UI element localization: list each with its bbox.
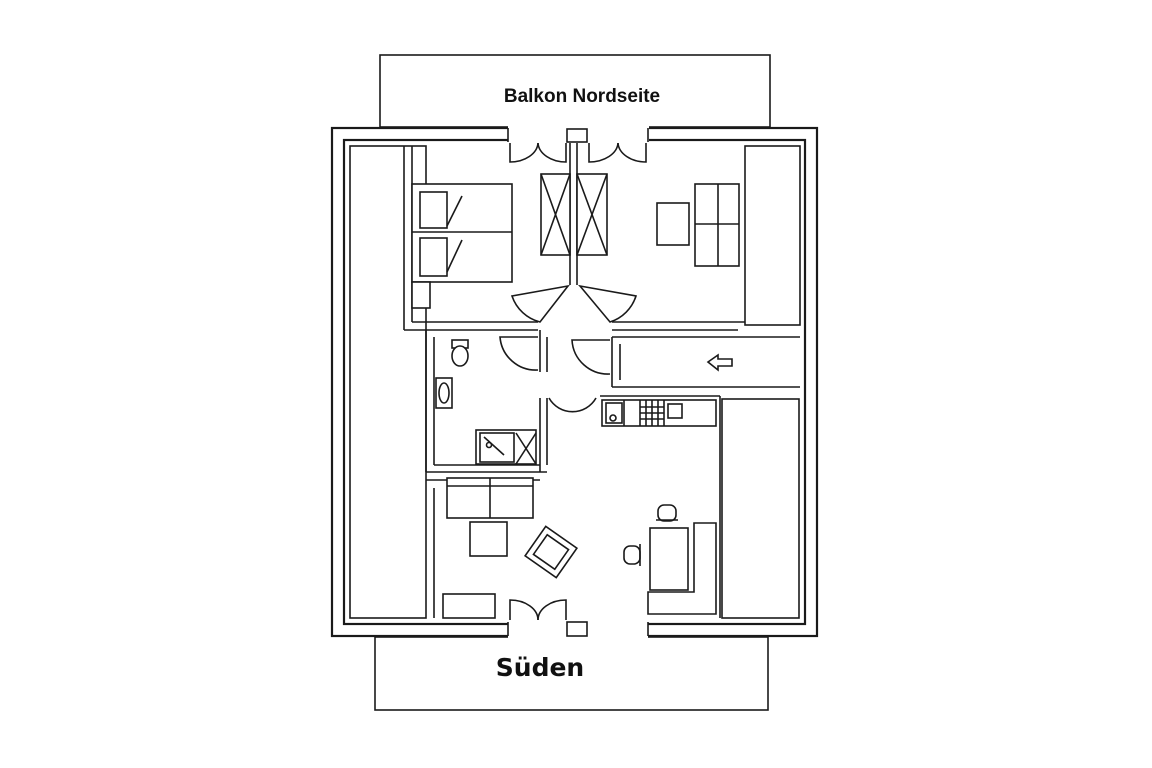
corner-unit xyxy=(647,522,717,615)
double-bed xyxy=(411,183,513,309)
north-door-left xyxy=(509,142,567,163)
kitchenette xyxy=(601,399,717,427)
table-north xyxy=(656,202,690,246)
desk-chair-side xyxy=(623,544,641,566)
wall-openings xyxy=(507,126,649,638)
living-room-door xyxy=(548,397,597,413)
bedroom-door xyxy=(510,284,570,323)
living-north-door xyxy=(577,284,638,323)
desk xyxy=(649,527,689,591)
south-balcony-label: Süden xyxy=(496,653,584,682)
coffee-table xyxy=(469,521,508,557)
sofa-north xyxy=(694,183,740,267)
desk-chair-top xyxy=(656,504,678,522)
north-door-right xyxy=(588,142,647,163)
east-storage-upper xyxy=(744,145,801,326)
wardrobe-left xyxy=(540,173,571,256)
wardrobe-right xyxy=(576,173,608,256)
shower xyxy=(475,429,537,465)
sink xyxy=(435,377,453,409)
armchair xyxy=(523,525,579,579)
entry-arrow-icon xyxy=(706,353,733,372)
bathroom-door xyxy=(499,336,539,371)
north-balcony-label: Balkon Nordseite xyxy=(504,86,660,107)
sofa-south xyxy=(446,477,534,519)
hallway-door xyxy=(571,339,611,375)
south-door xyxy=(509,599,567,621)
east-storage-lower xyxy=(721,398,800,619)
toilet xyxy=(451,339,469,367)
cabinet-south xyxy=(442,593,496,619)
